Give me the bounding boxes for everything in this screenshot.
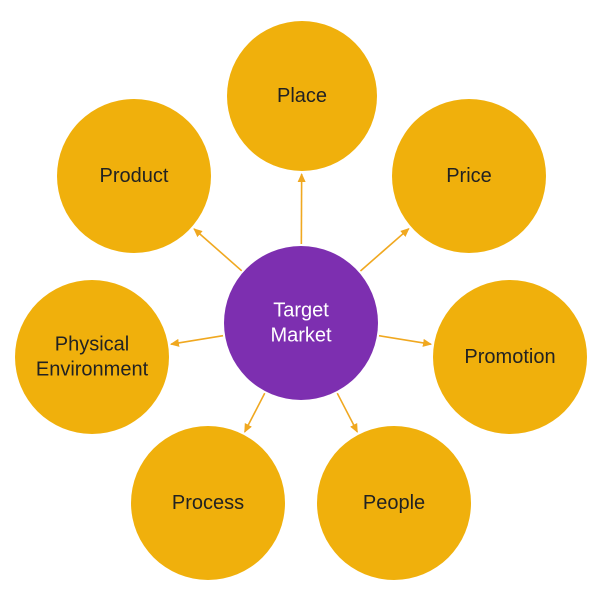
node-label-product: Product xyxy=(100,165,169,187)
node-circle-place xyxy=(227,21,377,171)
connector-arrows xyxy=(169,172,433,433)
node-circle-promotion xyxy=(433,280,587,434)
node-circle-process xyxy=(131,426,285,580)
node-circle-price xyxy=(392,99,546,253)
center-label-line-2: Market xyxy=(270,325,332,347)
node-label-people: People xyxy=(363,492,425,514)
node-process: Process xyxy=(131,426,285,580)
node-label-physical-environment-line-1: Physical xyxy=(55,334,129,356)
node-circle-product xyxy=(57,99,211,253)
node-label-process: Process xyxy=(172,492,244,514)
arrow-to-price xyxy=(359,228,410,272)
node-people: People xyxy=(317,426,471,580)
arrow-to-physical-environment xyxy=(169,334,224,347)
center-label-line-1: Target xyxy=(273,300,329,322)
center-circle xyxy=(224,246,378,400)
arrow-to-promotion xyxy=(378,334,433,347)
node-place: Place xyxy=(227,21,377,171)
node-label-place: Place xyxy=(277,85,327,107)
arrow-to-product xyxy=(193,228,243,272)
node-label-price: Price xyxy=(446,165,492,187)
arrow-to-people xyxy=(336,392,358,433)
node-circle-physical-environment xyxy=(15,280,169,434)
node-product: Product xyxy=(57,99,211,253)
node-circle-people xyxy=(317,426,471,580)
node-promotion: Promotion xyxy=(433,280,587,434)
node-price: Price xyxy=(392,99,546,253)
arrow-to-process xyxy=(244,392,266,433)
node-label-promotion: Promotion xyxy=(464,346,555,368)
node-label-physical-environment-line-2: Environment xyxy=(36,359,149,381)
